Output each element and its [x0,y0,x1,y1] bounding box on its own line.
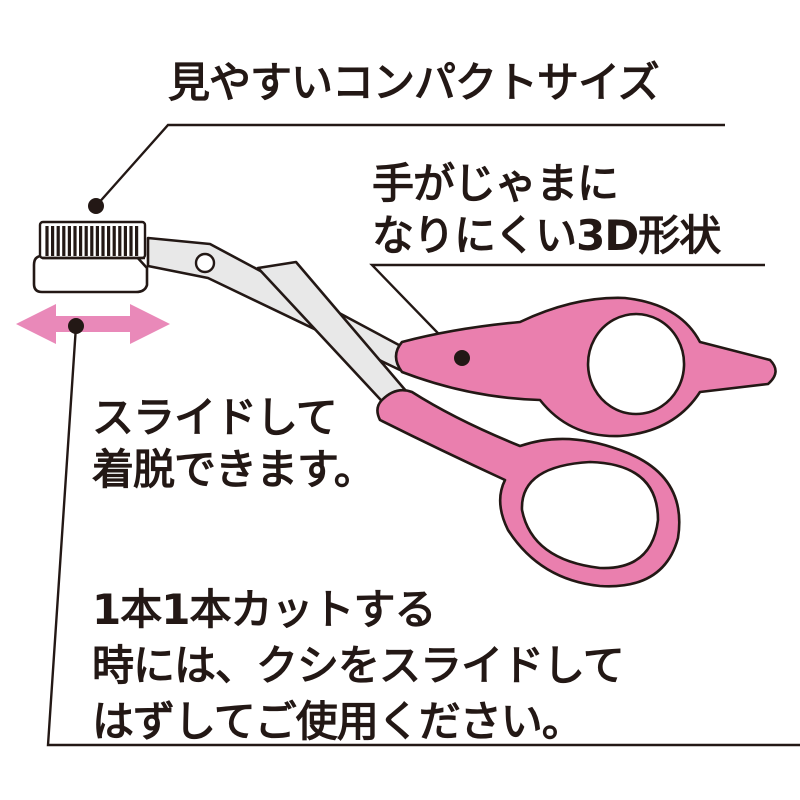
callout-cut-line-3: はずしてご使用ください。 [92,697,584,746]
double-headed-arrow-icon [16,304,170,344]
leader-3d [369,263,765,359]
leader-compact [95,123,725,207]
callout-slide: スライドして 着脱できます。 [92,392,376,496]
upper-handle [394,296,777,438]
lower-blade [256,260,414,414]
callout-cut-instructions: 1本1本カットする 時には、クシをスライドして はずしてご使用ください。 [92,582,625,750]
callout-3d-shape: 手がじゃまに なりにくい3D形状 [372,158,721,262]
callout-slide-line-2: 着脱できます。 [92,445,376,494]
callout-cut-line-1: 1本1本カットする [92,585,436,634]
leader-dots [68,198,470,366]
callout-slide-line-1: スライドして [92,393,338,442]
lower-handle [376,388,681,588]
callout-3d-line-2: なりにくい3D形状 [372,211,721,260]
pivot-screw [194,252,216,274]
callout-3d-line-1: 手がじゃまに [372,159,619,208]
leader-lines [46,123,800,747]
leader-cut [46,325,800,747]
callout-cut-line-2: 時には、クシをスライドして [92,641,625,690]
callout-compact-size: 見やすいコンパクトサイズ [168,58,660,107]
comb-attachment-icon [32,220,149,294]
